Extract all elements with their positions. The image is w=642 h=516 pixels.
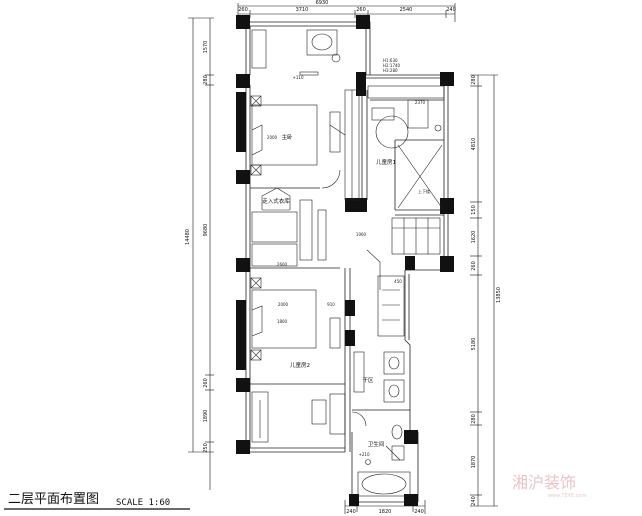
dim-left-a: 1570	[203, 41, 209, 54]
bathroom-fixtures	[351, 351, 411, 497]
dim-top-total: 6930	[316, 0, 329, 6]
elev-label-2: +210	[359, 452, 370, 457]
height-h3: H3:280	[383, 68, 398, 73]
room-kid2-label: 儿童房2	[290, 361, 310, 369]
dim-left-f: 250	[203, 443, 209, 453]
watermark-url: www.TEXE.com	[548, 493, 587, 499]
dim-bottom-a: 240	[346, 509, 356, 515]
dim-left-b: 280	[203, 75, 209, 85]
dim-mid-a: 2000	[267, 135, 278, 140]
dim-right-b: 4810	[471, 138, 477, 151]
left-dimension-chain	[188, 17, 214, 490]
dim-mid-d: 1800	[277, 319, 288, 324]
dim-right-a: 280	[471, 75, 477, 85]
height-h2: H2:1740	[383, 63, 401, 68]
balcony-furniture	[251, 29, 341, 76]
dim-top-d: 2540	[400, 7, 413, 13]
dim-left-d: 260	[203, 378, 209, 388]
room-kid1-label: 儿童房1	[376, 158, 396, 166]
dim-right-f: 5180	[471, 338, 477, 351]
dim-mid-g: 2370	[415, 100, 426, 105]
walkin-closet-furniture	[251, 187, 313, 267]
dim-right-total: 13850	[496, 287, 502, 303]
right-dimension-chain	[470, 74, 498, 507]
dim-mid-f: 910	[327, 302, 335, 307]
room-dry-label: 干区	[362, 377, 374, 384]
room-bath-label: 卫生间	[368, 440, 385, 448]
structural-columns	[236, 15, 454, 506]
dim-mid-b: 2000	[278, 302, 289, 307]
height-h1: H1:630	[383, 58, 398, 63]
dim-bottom-b: 1820	[379, 509, 392, 515]
plan-scale: SCALE 1:60	[116, 498, 170, 508]
dim-top-e: 240	[446, 7, 456, 13]
room-upstairs-label: 上下楼	[418, 188, 430, 194]
dim-right-c: 150	[471, 205, 477, 215]
elev-label: +110	[293, 75, 304, 80]
dim-bottom-c: 240	[414, 509, 424, 515]
master-bedroom-furniture	[250, 89, 360, 201]
dim-left-e: 1890	[203, 410, 209, 423]
kids-room-2-furniture	[250, 277, 346, 443]
kids-room-1-furniture	[367, 85, 445, 255]
dim-right-d: 1620	[471, 231, 477, 244]
dim-left-c: 9680	[203, 224, 209, 237]
watermark-logo: 湘沪装饰	[512, 473, 576, 492]
dim-top-a: 260	[238, 7, 248, 13]
dim-mid-e: 450	[394, 279, 402, 284]
dim-right-g: 280	[471, 414, 477, 424]
dim-mid-c: 2600	[277, 262, 288, 267]
plan-title: 二层平面布置图	[8, 492, 99, 507]
room-master-label: 主卧	[281, 133, 293, 141]
dim-top-c: 260	[356, 7, 366, 13]
dim-mid-h: 1060	[356, 232, 367, 237]
dim-right-i: 240	[471, 496, 477, 506]
dim-top-b: 3710	[296, 7, 309, 13]
dim-left-total: 14480	[185, 229, 191, 245]
top-dimension-chain	[237, 3, 456, 22]
dim-right-e: 260	[471, 261, 477, 271]
dim-right-h: 1870	[471, 456, 477, 469]
hallway-details	[317, 169, 405, 337]
room-walkin-label: 走入式衣库	[262, 197, 290, 205]
